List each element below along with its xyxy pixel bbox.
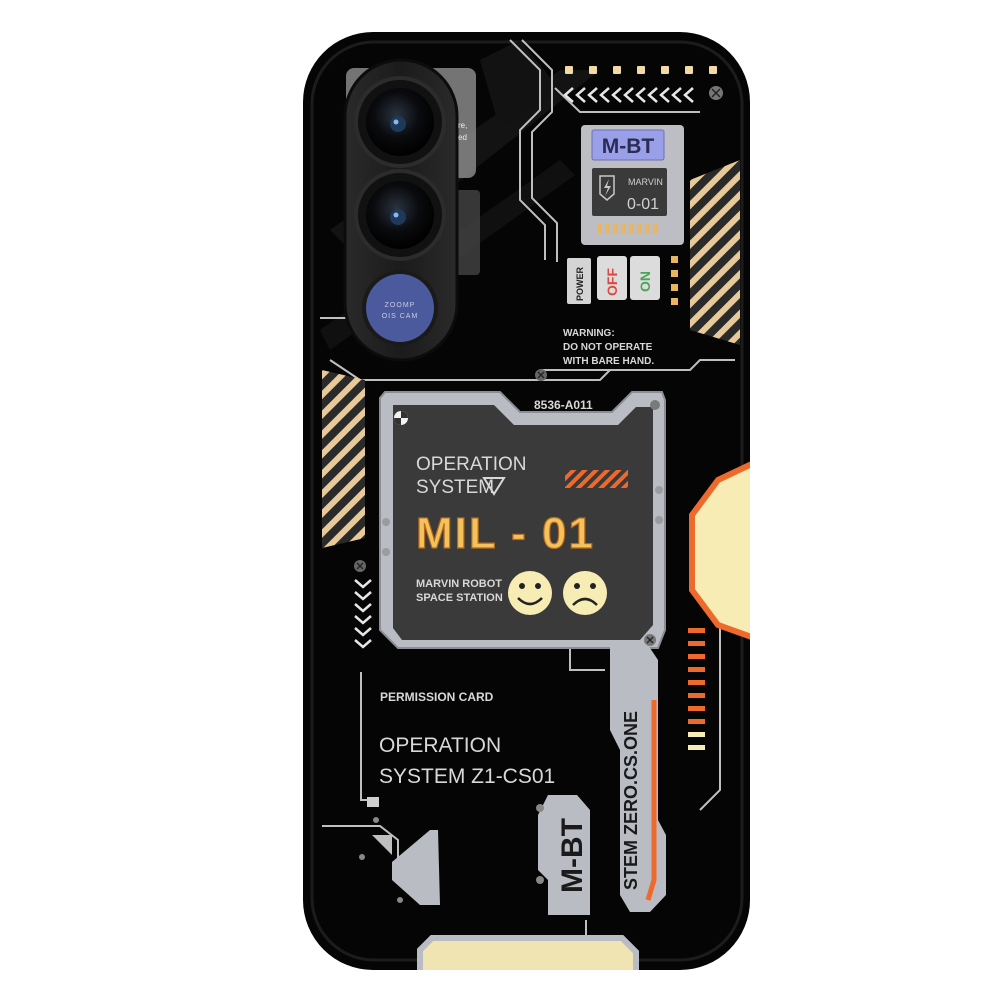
warning-line3: WITH BARE HAND. bbox=[563, 356, 654, 367]
bottom-cream-tab bbox=[417, 935, 639, 970]
chip-sub2: 0-01 bbox=[627, 196, 659, 213]
warning-line2: DO NOT OPERATE bbox=[563, 342, 653, 353]
os-line1: OPERATION bbox=[416, 454, 527, 475]
screw-icon bbox=[650, 400, 660, 410]
main-panel: 8536-A011 OPERATION SYSTEM MIL - 01 MARV… bbox=[379, 391, 666, 649]
os2-line1: OPERATION bbox=[379, 734, 501, 757]
screw-icon bbox=[354, 560, 366, 572]
power-switch: POWER OFF ON bbox=[567, 256, 660, 304]
indicator-dots-vertical bbox=[671, 256, 678, 305]
orange-hazard-stripe bbox=[565, 470, 628, 488]
os2-line2: SYSTEM Z1-CS01 bbox=[379, 765, 555, 788]
vertical-text: STEM ZERO.CS.ONE bbox=[621, 711, 641, 890]
camera-label-line2: OIS CAM bbox=[382, 313, 419, 320]
power-label: POWER bbox=[575, 266, 585, 301]
striped-panel-left bbox=[322, 370, 365, 548]
smiley-happy-icon bbox=[508, 571, 552, 615]
orange-level-bars bbox=[688, 628, 705, 750]
panel-code: 8536-A011 bbox=[534, 398, 593, 412]
screw-icon bbox=[535, 369, 547, 381]
screw-icon bbox=[644, 634, 656, 646]
screw-icon bbox=[394, 411, 408, 425]
vertical-id-bar: STEM ZERO.CS.ONE bbox=[610, 634, 666, 912]
camera-lens-top bbox=[354, 76, 446, 168]
warning-line1: WARNING: bbox=[563, 328, 615, 339]
mbt-bottom-badge: M-BT bbox=[536, 795, 590, 915]
camera-lens-middle bbox=[354, 169, 446, 261]
on-label: ON bbox=[637, 271, 653, 292]
striped-panel-right bbox=[690, 160, 740, 345]
camera-label-line1: ZOOMP bbox=[385, 302, 416, 309]
chevron-down-icon bbox=[354, 579, 372, 649]
reflection-streak bbox=[480, 40, 560, 130]
os-line2: SYSTEM bbox=[416, 477, 494, 498]
model-name: MIL - 01 bbox=[416, 509, 595, 558]
camera-flash-lens: ZOOMP OIS CAM bbox=[362, 270, 438, 346]
triangle-down-icon bbox=[482, 477, 506, 496]
chevron-left-icon bbox=[563, 87, 694, 103]
indicator-dots bbox=[565, 66, 717, 74]
chip-sub1: MARVIN bbox=[628, 177, 663, 187]
lightning-shield-icon bbox=[599, 175, 615, 201]
camera-module: ZOOMP OIS CAM bbox=[343, 58, 459, 362]
grey-bracket-shapes bbox=[359, 797, 440, 905]
mbt-chip: M-BT MARVIN 0-01 bbox=[581, 125, 684, 245]
cream-hexagon-panel bbox=[689, 455, 750, 645]
off-label: OFF bbox=[604, 268, 620, 296]
bottom-brand: M-BT bbox=[556, 818, 589, 893]
station-line2: SPACE STATION bbox=[416, 592, 503, 604]
lens-fragment-1: re, bbox=[458, 121, 467, 130]
station-line1: MARVIN ROBOT bbox=[416, 578, 502, 590]
smiley-sad-icon bbox=[563, 571, 607, 615]
chip-title: M-BT bbox=[602, 135, 655, 158]
permission-label: PERMISSION CARD bbox=[380, 690, 494, 704]
screw-icon bbox=[709, 86, 723, 100]
lens-fragment-2: ed bbox=[458, 133, 467, 142]
